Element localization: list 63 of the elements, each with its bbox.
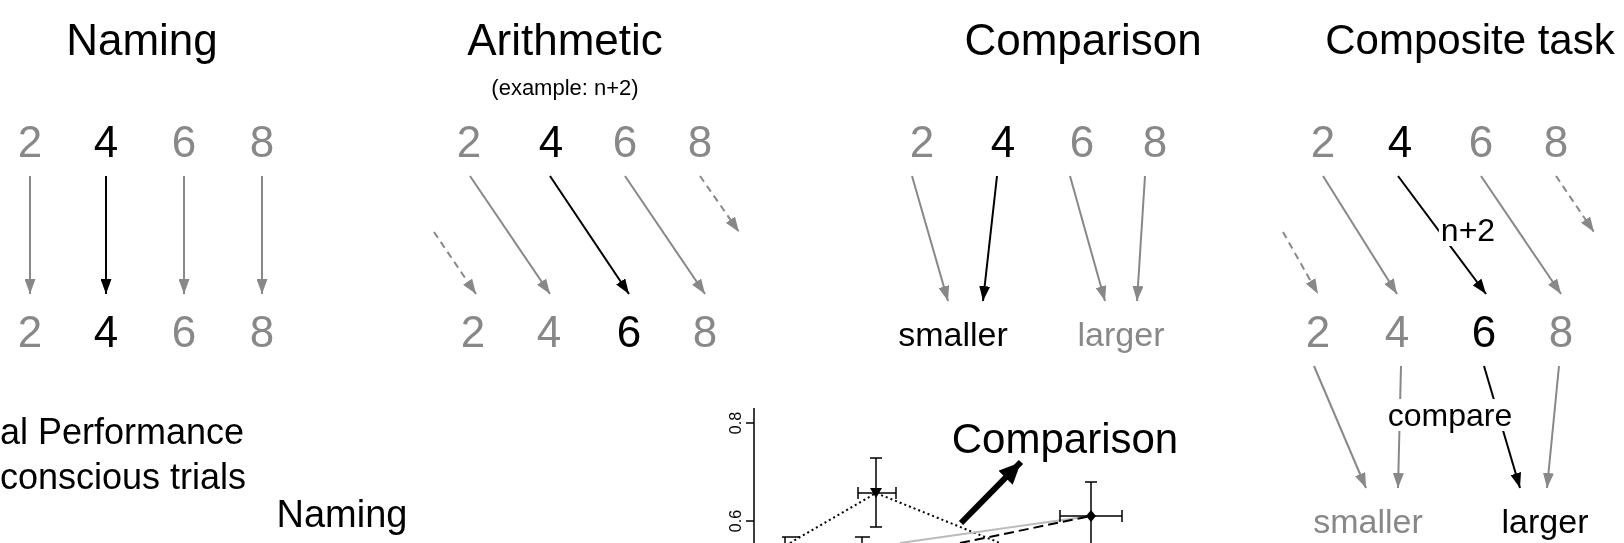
digit-text: 4 (1384, 310, 1410, 354)
panel-title: Arithmetic (467, 18, 663, 62)
panel-title: Composite task (1325, 19, 1615, 61)
digit-text: 4 (538, 120, 564, 164)
response-text: larger (1501, 504, 1589, 538)
arrow (24, 175, 36, 295)
digit-text: 8 (687, 120, 713, 164)
arrow (1313, 365, 1367, 489)
panel-title: Comparison (964, 18, 1202, 62)
arrow (624, 175, 706, 295)
axis-tick-label: 0.8 (728, 411, 744, 435)
digit-text: 2 (460, 310, 486, 354)
digit-text: 2 (909, 120, 935, 164)
dashed-arrow (1555, 175, 1595, 233)
digit-text: 8 (249, 310, 275, 354)
digit-text: 2 (456, 120, 482, 164)
digit-text: 2 (17, 310, 43, 354)
panel-title: Naming (66, 18, 218, 62)
digit-text: 4 (536, 310, 562, 354)
arrow (549, 175, 630, 295)
arrow (979, 175, 998, 302)
digit-text: 6 (171, 120, 197, 164)
digit-text: 2 (1305, 310, 1331, 354)
dashed-arrow (433, 231, 477, 295)
digit-text: 4 (93, 120, 119, 164)
dashed-arrow (699, 175, 740, 233)
arrow (1132, 175, 1146, 302)
response-text: smaller (898, 317, 1008, 351)
digit-text: 8 (1543, 120, 1569, 164)
dashed-arrow (1282, 231, 1319, 295)
arrow (256, 175, 268, 295)
digit-text: 6 (171, 310, 197, 354)
arrow (1069, 175, 1107, 302)
arrow (1543, 365, 1560, 489)
response-text: larger (1077, 317, 1165, 351)
arrow (100, 175, 112, 295)
arrow (469, 175, 551, 295)
plot-subtitle: Naming (276, 495, 408, 533)
digit-text: 4 (93, 310, 119, 354)
thick-arrow (958, 459, 1024, 526)
arrow (178, 175, 190, 295)
digit-text: 6 (1471, 310, 1497, 354)
digit-text: 6 (1069, 120, 1095, 164)
digit-text: 4 (990, 120, 1016, 164)
digit-text: 2 (17, 120, 43, 164)
arrow (1322, 175, 1398, 295)
digit-text: 4 (1387, 120, 1413, 164)
arrow (911, 175, 950, 302)
digit-text: 6 (616, 310, 642, 354)
response-text: smaller (1313, 504, 1423, 538)
digit-text: 8 (1142, 120, 1168, 164)
arrow (1397, 175, 1487, 295)
arrow (1480, 175, 1562, 295)
axis-tick-label: 0.6 (728, 509, 744, 533)
digit-text: 6 (1468, 120, 1494, 164)
digit-text: 8 (692, 310, 718, 354)
digit-text: 8 (249, 120, 275, 164)
series-label: Comparison (951, 418, 1179, 460)
panel-subtitle: (example: n+2) (491, 77, 639, 99)
digit-text: 6 (612, 120, 638, 164)
digit-text: 8 (1548, 310, 1574, 354)
digit-text: 2 (1310, 120, 1336, 164)
plot-title: al Performance conscious trials (0, 410, 248, 499)
